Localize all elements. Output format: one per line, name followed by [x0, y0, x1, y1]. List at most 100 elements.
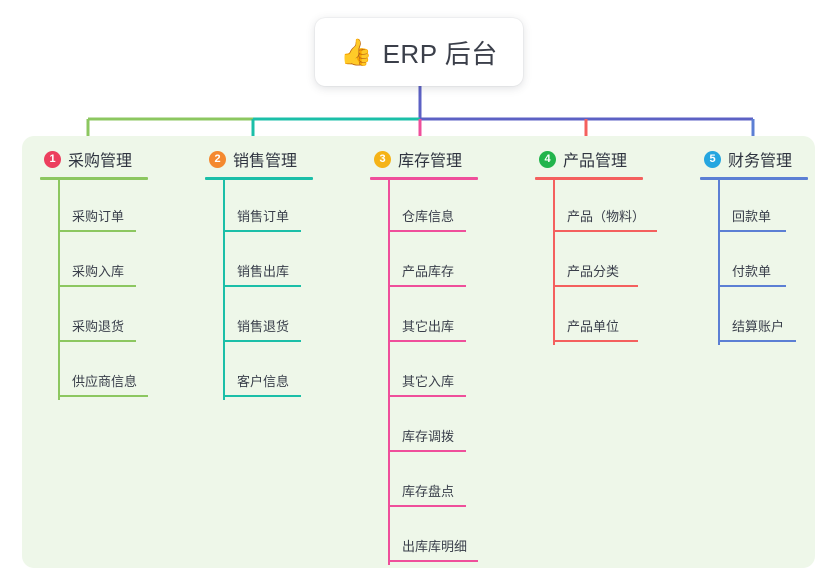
branch-title-2: 销售管理	[233, 153, 298, 170]
leaf-label: 库存盘点	[402, 484, 455, 499]
leaf-label: 采购订单	[72, 209, 125, 224]
leaf-node[interactable]: 出库库明细	[370, 510, 478, 565]
branch-title-1: 采购管理	[68, 153, 133, 170]
branch-title-4: 产品管理	[563, 153, 628, 170]
branch-underline-1	[40, 177, 148, 180]
leaf-label: 采购入库	[72, 264, 125, 279]
branch-header-4[interactable]: 4 产品管理	[535, 146, 643, 172]
leaf-node[interactable]: 产品单位	[535, 290, 643, 345]
branch-column-5: 5 财务管理回款单付款单结算账户	[700, 146, 808, 345]
leaf-label: 其它入库	[402, 374, 455, 389]
leaf-label: 付款单	[732, 264, 772, 279]
branch-header-5[interactable]: 5 财务管理	[700, 146, 808, 172]
leaf-node[interactable]: 采购订单	[40, 180, 148, 235]
branch-header-1[interactable]: 1 采购管理	[40, 146, 148, 172]
leaf-label: 产品单位	[567, 319, 620, 334]
branch-items-2: 销售订单销售出库销售退货客户信息	[205, 180, 313, 400]
leaf-node[interactable]: 采购入库	[40, 235, 148, 290]
leaf-underline	[388, 505, 466, 507]
leaf-underline	[223, 230, 301, 232]
leaf-underline	[388, 450, 466, 452]
leaf-node[interactable]: 仓库信息	[370, 180, 478, 235]
branch-badge-1: 1	[44, 150, 61, 168]
leaf-underline	[223, 285, 301, 287]
leaf-node[interactable]: 其它入库	[370, 345, 478, 400]
leaf-underline	[553, 285, 638, 287]
branch-column-1: 1 采购管理采购订单采购入库采购退货供应商信息	[40, 146, 148, 400]
leaf-node[interactable]: 产品分类	[535, 235, 643, 290]
leaf-underline	[388, 395, 466, 397]
branch-column-3: 3 库存管理仓库信息产品库存其它出库其它入库库存调拨库存盘点出库库明细	[370, 146, 478, 565]
branch-items-3: 仓库信息产品库存其它出库其它入库库存调拨库存盘点出库库明细	[370, 180, 478, 565]
leaf-underline	[58, 230, 136, 232]
leaf-label: 其它出库	[402, 319, 455, 334]
branch-spine-2	[223, 180, 225, 400]
branch-title-3: 库存管理	[398, 153, 463, 170]
leaf-label: 采购退货	[72, 319, 125, 334]
branch-badge-4: 4	[539, 150, 556, 168]
branch-items-1: 采购订单采购入库采购退货供应商信息	[40, 180, 148, 400]
branch-spine-1	[58, 180, 60, 400]
branch-badge-5: 5	[704, 150, 721, 168]
leaf-node[interactable]: 产品（物料）	[535, 180, 657, 235]
leaf-node[interactable]: 回款单	[700, 180, 808, 235]
leaf-label: 出库库明细	[402, 539, 468, 554]
leaf-label: 产品（物料）	[567, 209, 646, 224]
leaf-node[interactable]: 产品库存	[370, 235, 478, 290]
leaf-underline	[58, 340, 136, 342]
branch-items-4: 产品（物料） 产品分类产品单位	[535, 180, 657, 345]
leaf-label: 结算账户	[732, 319, 785, 334]
leaf-label: 库存调拨	[402, 429, 455, 444]
leaf-underline	[718, 230, 786, 232]
branch-badge-3: 3	[374, 150, 391, 168]
leaf-label: 销售出库	[237, 264, 290, 279]
branch-column-4: 4 产品管理产品（物料） 产品分类产品单位	[535, 146, 657, 345]
leaf-node[interactable]: 客户信息	[205, 345, 313, 400]
branch-badge-2: 2	[209, 150, 226, 168]
leaf-underline	[388, 285, 466, 287]
branch-underline-2	[205, 177, 313, 180]
branch-title-5: 财务管理	[728, 153, 793, 170]
branch-header-2[interactable]: 2 销售管理	[205, 146, 313, 172]
leaf-node[interactable]: 付款单	[700, 235, 808, 290]
leaf-label: 销售退货	[237, 319, 290, 334]
branch-underline-5	[700, 177, 808, 180]
branch-spine-3	[388, 180, 390, 565]
leaf-underline	[553, 340, 638, 342]
leaf-underline	[388, 230, 466, 232]
branch-spine-4	[553, 180, 555, 345]
leaf-node[interactable]: 供应商信息	[40, 345, 148, 400]
leaf-label: 产品库存	[402, 264, 455, 279]
branch-header-3[interactable]: 3 库存管理	[370, 146, 478, 172]
leaf-node[interactable]: 其它出库	[370, 290, 478, 345]
leaf-underline	[388, 340, 466, 342]
leaf-underline	[223, 395, 301, 397]
leaf-label: 供应商信息	[72, 374, 138, 389]
thumbs-up-icon: 👍	[340, 37, 373, 67]
leaf-label: 产品分类	[567, 264, 620, 279]
leaf-underline	[553, 230, 657, 232]
leaf-underline	[718, 340, 796, 342]
branch-underline-4	[535, 177, 643, 180]
leaf-underline	[58, 285, 136, 287]
leaf-node[interactable]: 库存调拨	[370, 400, 478, 455]
branch-items-5: 回款单付款单结算账户	[700, 180, 808, 345]
leaf-node[interactable]: 销售退货	[205, 290, 313, 345]
branch-underline-3	[370, 177, 478, 180]
branch-spine-5	[718, 180, 720, 345]
leaf-label: 仓库信息	[402, 209, 455, 224]
leaf-label: 销售订单	[237, 209, 290, 224]
leaf-underline	[58, 395, 148, 397]
leaf-node[interactable]: 销售出库	[205, 235, 313, 290]
branches-panel	[22, 136, 815, 568]
leaf-node[interactable]: 库存盘点	[370, 455, 478, 510]
leaf-node[interactable]: 结算账户	[700, 290, 808, 345]
leaf-node[interactable]: 采购退货	[40, 290, 148, 345]
leaf-node[interactable]: 销售订单	[205, 180, 313, 235]
leaf-underline	[718, 285, 786, 287]
leaf-underline	[388, 560, 478, 562]
root-node[interactable]: 👍 ERP 后台	[315, 18, 523, 86]
leaf-label: 回款单	[732, 209, 772, 224]
root-title: ERP 后台	[382, 38, 498, 69]
